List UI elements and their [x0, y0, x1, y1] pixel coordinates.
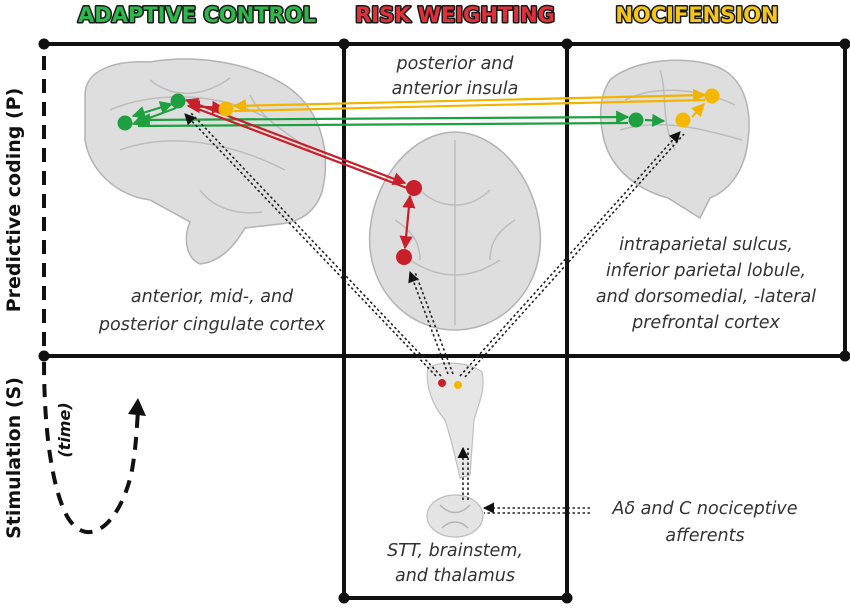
- title-nocifension: NOCIFENSION: [615, 3, 778, 27]
- axis-stimulation: Stimulation (S): [3, 377, 25, 539]
- adaptive-nodes: [117, 93, 644, 131]
- ascending-pathways: [184, 111, 685, 514]
- label-stt-line1: STT, brainstem,: [387, 541, 523, 561]
- axis-predictive-coding: Predictive coding (P): [3, 88, 25, 313]
- nocifension-nodes: [218, 88, 720, 128]
- label-parietal-line1: intraparietal sulcus,: [619, 235, 793, 255]
- label-cingulate-line1: anterior, mid-, and: [131, 287, 294, 307]
- label-afferents-line1: Aδ and C nociceptive: [611, 499, 797, 519]
- frame-corners: [38, 38, 850, 604]
- time-arrowhead: [128, 398, 146, 416]
- spinal-cord-image: [426, 494, 484, 538]
- lateral-brain-image: [599, 59, 750, 220]
- label-parietal-line3: and dorsomedial, -lateral: [596, 287, 816, 307]
- thalamus-nocifension-node: [454, 381, 462, 389]
- time-curved-arrow: [42, 361, 140, 534]
- label-cingulate-line2: posterior cingulate cortex: [98, 315, 326, 335]
- label-afferents-line2: afferents: [665, 526, 744, 546]
- brainstem-image: [426, 362, 484, 479]
- risk-nodes: [396, 180, 446, 387]
- sagittal-brain-image: [84, 58, 327, 265]
- title-risk-weighting: RISK WEIGHTING: [355, 3, 555, 27]
- label-insula-line2: anterior insula: [392, 79, 519, 99]
- nocifension-connections: [232, 88, 707, 118]
- axial-brain-image: [368, 131, 542, 331]
- label-parietal-line2: inferior parietal lobule,: [606, 261, 806, 281]
- label-stt-line2: and thalamus: [395, 566, 515, 586]
- label-parietal-line4: prefrontal cortex: [631, 313, 780, 333]
- title-adaptive-control: ADAPTIVE CONTROL: [78, 3, 316, 27]
- label-insula-line1: posterior and: [395, 54, 514, 74]
- axis-time: (time): [55, 402, 74, 457]
